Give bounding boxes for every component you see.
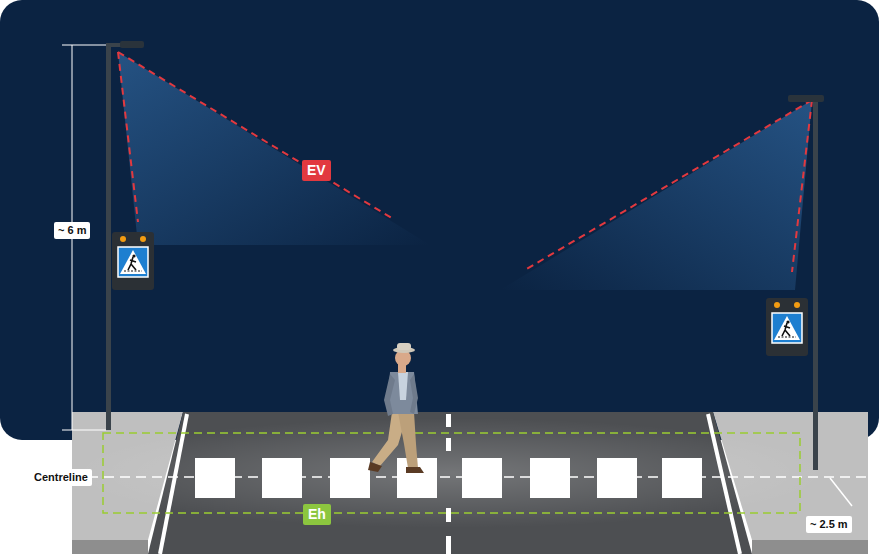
- zebra-stripe: [330, 458, 370, 498]
- lane-dash: [446, 438, 451, 451]
- pedestrian-hat: [397, 343, 411, 350]
- centreline-label: Centreline: [30, 469, 92, 486]
- sign-panel: [772, 313, 802, 343]
- pedestrian: [368, 343, 424, 473]
- lane-dash: [446, 508, 451, 522]
- horizontal-illuminance-area: [103, 433, 800, 513]
- sign-triangle: [120, 250, 146, 274]
- label-text: ~ 6 m: [58, 224, 86, 237]
- sign-crossing-bars: [778, 337, 796, 338]
- pedestrian-shoe: [368, 462, 382, 472]
- dimension-line: [830, 478, 852, 506]
- zebra-stripe: [462, 458, 502, 498]
- light-beam-edge: [118, 52, 395, 220]
- label-text: Centreline: [34, 471, 88, 484]
- dimension-tick: [62, 45, 106, 46]
- pedestrian-leg: [398, 412, 418, 468]
- sign-housing: [766, 298, 808, 356]
- curb: [752, 540, 868, 554]
- light-beam-edge: [525, 100, 812, 270]
- zebra-stripe: [662, 458, 702, 498]
- zebra-stripes: [195, 458, 702, 498]
- pedestrian-shoe: [406, 467, 424, 473]
- label-text: Eh: [308, 506, 326, 523]
- light-label: Eh: [303, 504, 331, 525]
- luminaire: [120, 41, 144, 48]
- light-pole: [106, 45, 111, 430]
- light-label: EV: [302, 160, 331, 181]
- sign-crossing-bars: [124, 271, 142, 272]
- lit-area: [70, 418, 830, 528]
- light-beam-edge: [118, 52, 138, 222]
- zebra-stripe: [195, 458, 235, 498]
- pedestrian-glyph: [128, 257, 136, 270]
- label-text: ~ 2.5 m: [810, 518, 848, 531]
- zebra-stripe: [597, 458, 637, 498]
- sign-housing: [112, 232, 154, 290]
- zebra-stripe: [262, 458, 302, 498]
- beacon-light: [774, 302, 780, 308]
- sign-triangle: [774, 316, 800, 340]
- light-cone: [118, 52, 430, 245]
- crossing-sign: [766, 298, 808, 356]
- luminaire: [788, 95, 824, 102]
- lane-divider: [446, 414, 451, 554]
- beacon-light: [120, 236, 126, 242]
- label-text: EV: [307, 162, 326, 179]
- dimension-label: ~ 6 m: [54, 222, 90, 239]
- curb: [72, 540, 148, 554]
- dimension-tick: [62, 430, 106, 431]
- beacon-light: [794, 302, 800, 308]
- pedestrian-glyph: [782, 323, 790, 336]
- pedestrian-arm: [384, 374, 395, 416]
- pedestrian-arm: [410, 374, 418, 414]
- pedestrian-glyph-head: [132, 254, 135, 257]
- sign-panel: [118, 247, 148, 277]
- lane-dash: [446, 414, 451, 427]
- light-beam-edge: [792, 100, 812, 272]
- beacon-light: [140, 236, 146, 242]
- pedestrian-shirt: [398, 372, 408, 400]
- lane-dash: [446, 536, 451, 554]
- centreline: [40, 476, 866, 478]
- zebra-stripe: [530, 458, 570, 498]
- crossing-sign: [112, 232, 154, 290]
- light-cone: [500, 100, 812, 290]
- dimension-label: ~ 2.5 m: [806, 516, 852, 533]
- night-sky: [0, 0, 879, 440]
- light-pole: [813, 100, 818, 470]
- pedestrian-glyph-head: [786, 320, 789, 323]
